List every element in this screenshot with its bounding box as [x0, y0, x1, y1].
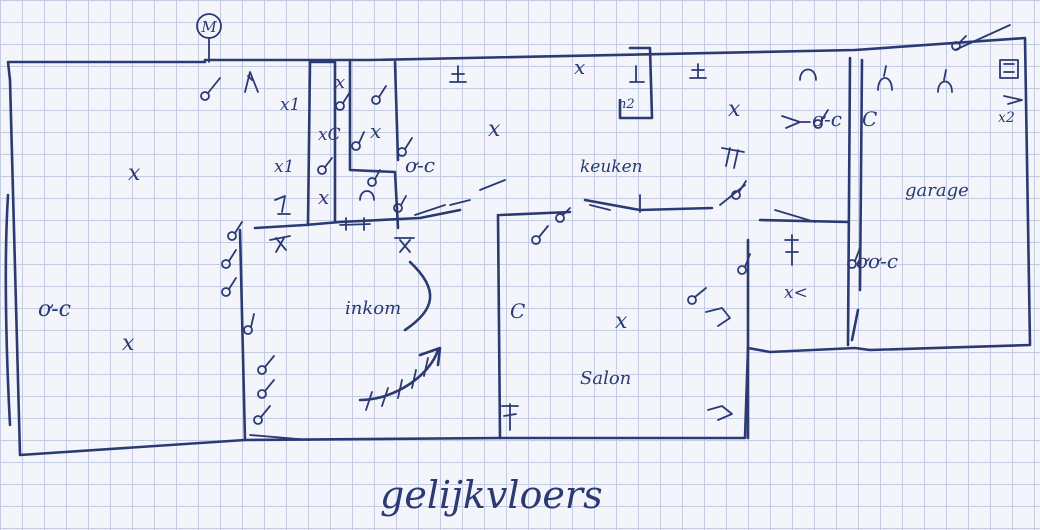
- light-label: x: [122, 331, 135, 356]
- light-garage-2-label: x2: [998, 110, 1015, 126]
- switch-lever: [228, 249, 237, 262]
- switch-lever: [207, 77, 221, 94]
- switch-circle: [731, 190, 741, 200]
- switch-lever: [378, 85, 387, 98]
- switch-circle: [243, 325, 253, 335]
- switch-lever: [404, 137, 413, 150]
- switch-lever: [738, 180, 747, 193]
- switch-circle: [813, 119, 823, 129]
- switch-lever: [264, 355, 275, 368]
- switch-circle: [221, 287, 231, 297]
- switch-lever: [958, 35, 967, 44]
- socket-left-label: ơ-c: [38, 297, 71, 322]
- switch-circle: [531, 235, 541, 245]
- light-label-hall: x: [488, 117, 501, 142]
- switch-circle: [687, 295, 697, 305]
- socket-kitchen-label: ơ-c: [812, 107, 842, 131]
- lamp-symbols: [244, 59, 1023, 431]
- switch-lever: [744, 253, 751, 268]
- light-label-top-center: x: [574, 55, 585, 79]
- switch-lever: [358, 131, 365, 144]
- switch-lever: [260, 405, 271, 418]
- light-label-stairs: x: [370, 119, 381, 143]
- switch-lever: [228, 277, 237, 290]
- socket-arrows: [705, 115, 811, 421]
- switch-circle: [397, 147, 407, 157]
- switch-lever: [820, 109, 829, 122]
- light-wall-label: xC: [318, 125, 341, 145]
- fan-label: n2: [618, 97, 635, 112]
- switch-circle: [847, 259, 857, 269]
- room-inkom: inkom: [345, 298, 401, 319]
- switch-circle: [317, 165, 327, 175]
- switch-lever: [538, 225, 549, 238]
- switch-circle: [221, 259, 231, 269]
- floor-caption: gelijkvloers: [380, 473, 603, 517]
- switch-circle: [351, 141, 361, 151]
- light-label: x: [128, 161, 141, 186]
- light-label-closet: x: [318, 185, 329, 209]
- switch-circle: [257, 365, 267, 375]
- light-label-kitchen: x: [728, 97, 741, 122]
- switch-lever: [562, 207, 571, 216]
- switch-circle: [227, 231, 237, 241]
- switch-circle: [393, 203, 403, 213]
- ceiling-c-salon-label: C: [510, 299, 525, 323]
- svg-text:M: M: [200, 18, 217, 36]
- switch-circle: [253, 415, 263, 425]
- switch-circle: [200, 91, 210, 101]
- light-double-label: x1: [280, 95, 300, 115]
- light-label-top: x: [335, 72, 345, 93]
- text-labels: ơ-c x x x1 x1 xC x x x ơ-c x x n2 keuken…: [38, 55, 1015, 517]
- socket-top-label: ơ-c: [405, 153, 435, 177]
- light-arrow-label: x<: [784, 283, 808, 303]
- switch-lever: [234, 221, 243, 234]
- switch-lever: [854, 247, 861, 262]
- switch-lever: [264, 379, 275, 392]
- room-keuken: keuken: [580, 157, 643, 177]
- switch-lever: [342, 91, 351, 104]
- light-label-salon: x: [615, 309, 628, 334]
- switch-lever: [250, 313, 255, 328]
- interior-walls: [238, 46, 864, 442]
- switch-lever: [694, 287, 707, 298]
- room-salon: Salon: [580, 368, 631, 389]
- switch-circle: [555, 213, 565, 223]
- switch-circle: [257, 389, 267, 399]
- switch-circle: [737, 265, 747, 275]
- switch-circle: [367, 177, 377, 187]
- light-double-label-2: x1: [274, 157, 294, 177]
- socket-garage-label: ơơ-c: [856, 249, 898, 273]
- room-garage: garage: [905, 180, 969, 201]
- switch-circle: [335, 101, 345, 111]
- switch-lever: [324, 157, 333, 168]
- switch-lever: [400, 195, 407, 206]
- switch-lever: [374, 169, 381, 180]
- switch-symbols: [200, 35, 967, 425]
- outer-walls: [4, 36, 1032, 457]
- ceiling-c-label: C: [862, 107, 877, 131]
- switch-circle: [951, 41, 961, 51]
- stair-arc: [358, 260, 442, 411]
- switch-circle: [371, 95, 381, 105]
- meter-symbol: M: [196, 13, 222, 63]
